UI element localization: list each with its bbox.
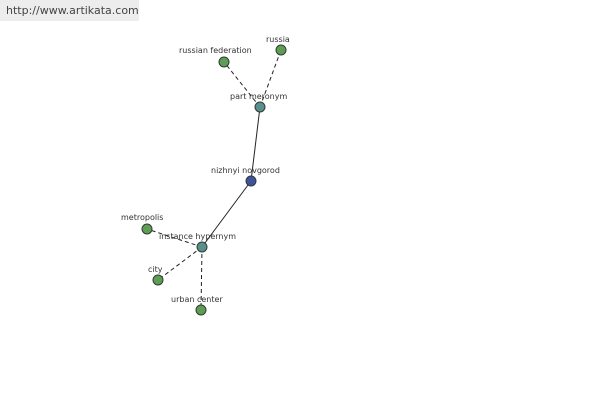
label-russian-federation: russian federation (179, 46, 252, 55)
node-part-meronym[interactable] (254, 101, 266, 113)
label-city: city (148, 265, 163, 274)
label-part-meronym: part meronym (230, 92, 287, 101)
node-city[interactable] (152, 274, 164, 286)
edge-instance-hypernym-metropolis (146, 228, 203, 248)
edge-part-meronym-russia (259, 49, 282, 108)
edge-part-meronym-russian-federation (223, 61, 261, 108)
node-russia[interactable] (275, 44, 287, 56)
site-url[interactable]: http://www.artikata.com (0, 0, 139, 21)
edge-instance-hypernym-urban-center (200, 246, 203, 311)
node-metropolis[interactable] (141, 223, 153, 235)
label-metropolis: metropolis (121, 213, 163, 222)
label-nizhnyi-novgorod: nizhnyi novgorod (211, 166, 280, 175)
label-russia: russia (266, 35, 290, 44)
edge-center-part-meronym (250, 106, 261, 182)
label-instance-hypernym: instance hypernym (159, 232, 236, 241)
edge-instance-hypernym-city (157, 246, 203, 281)
node-russian-federation[interactable] (218, 56, 230, 68)
node-nizhnyi-novgorod[interactable] (245, 175, 257, 187)
edge-center-instance-hypernym (201, 180, 252, 248)
node-urban-center[interactable] (195, 304, 207, 316)
node-instance-hypernym[interactable] (196, 241, 208, 253)
label-urban-center: urban center (171, 295, 223, 304)
